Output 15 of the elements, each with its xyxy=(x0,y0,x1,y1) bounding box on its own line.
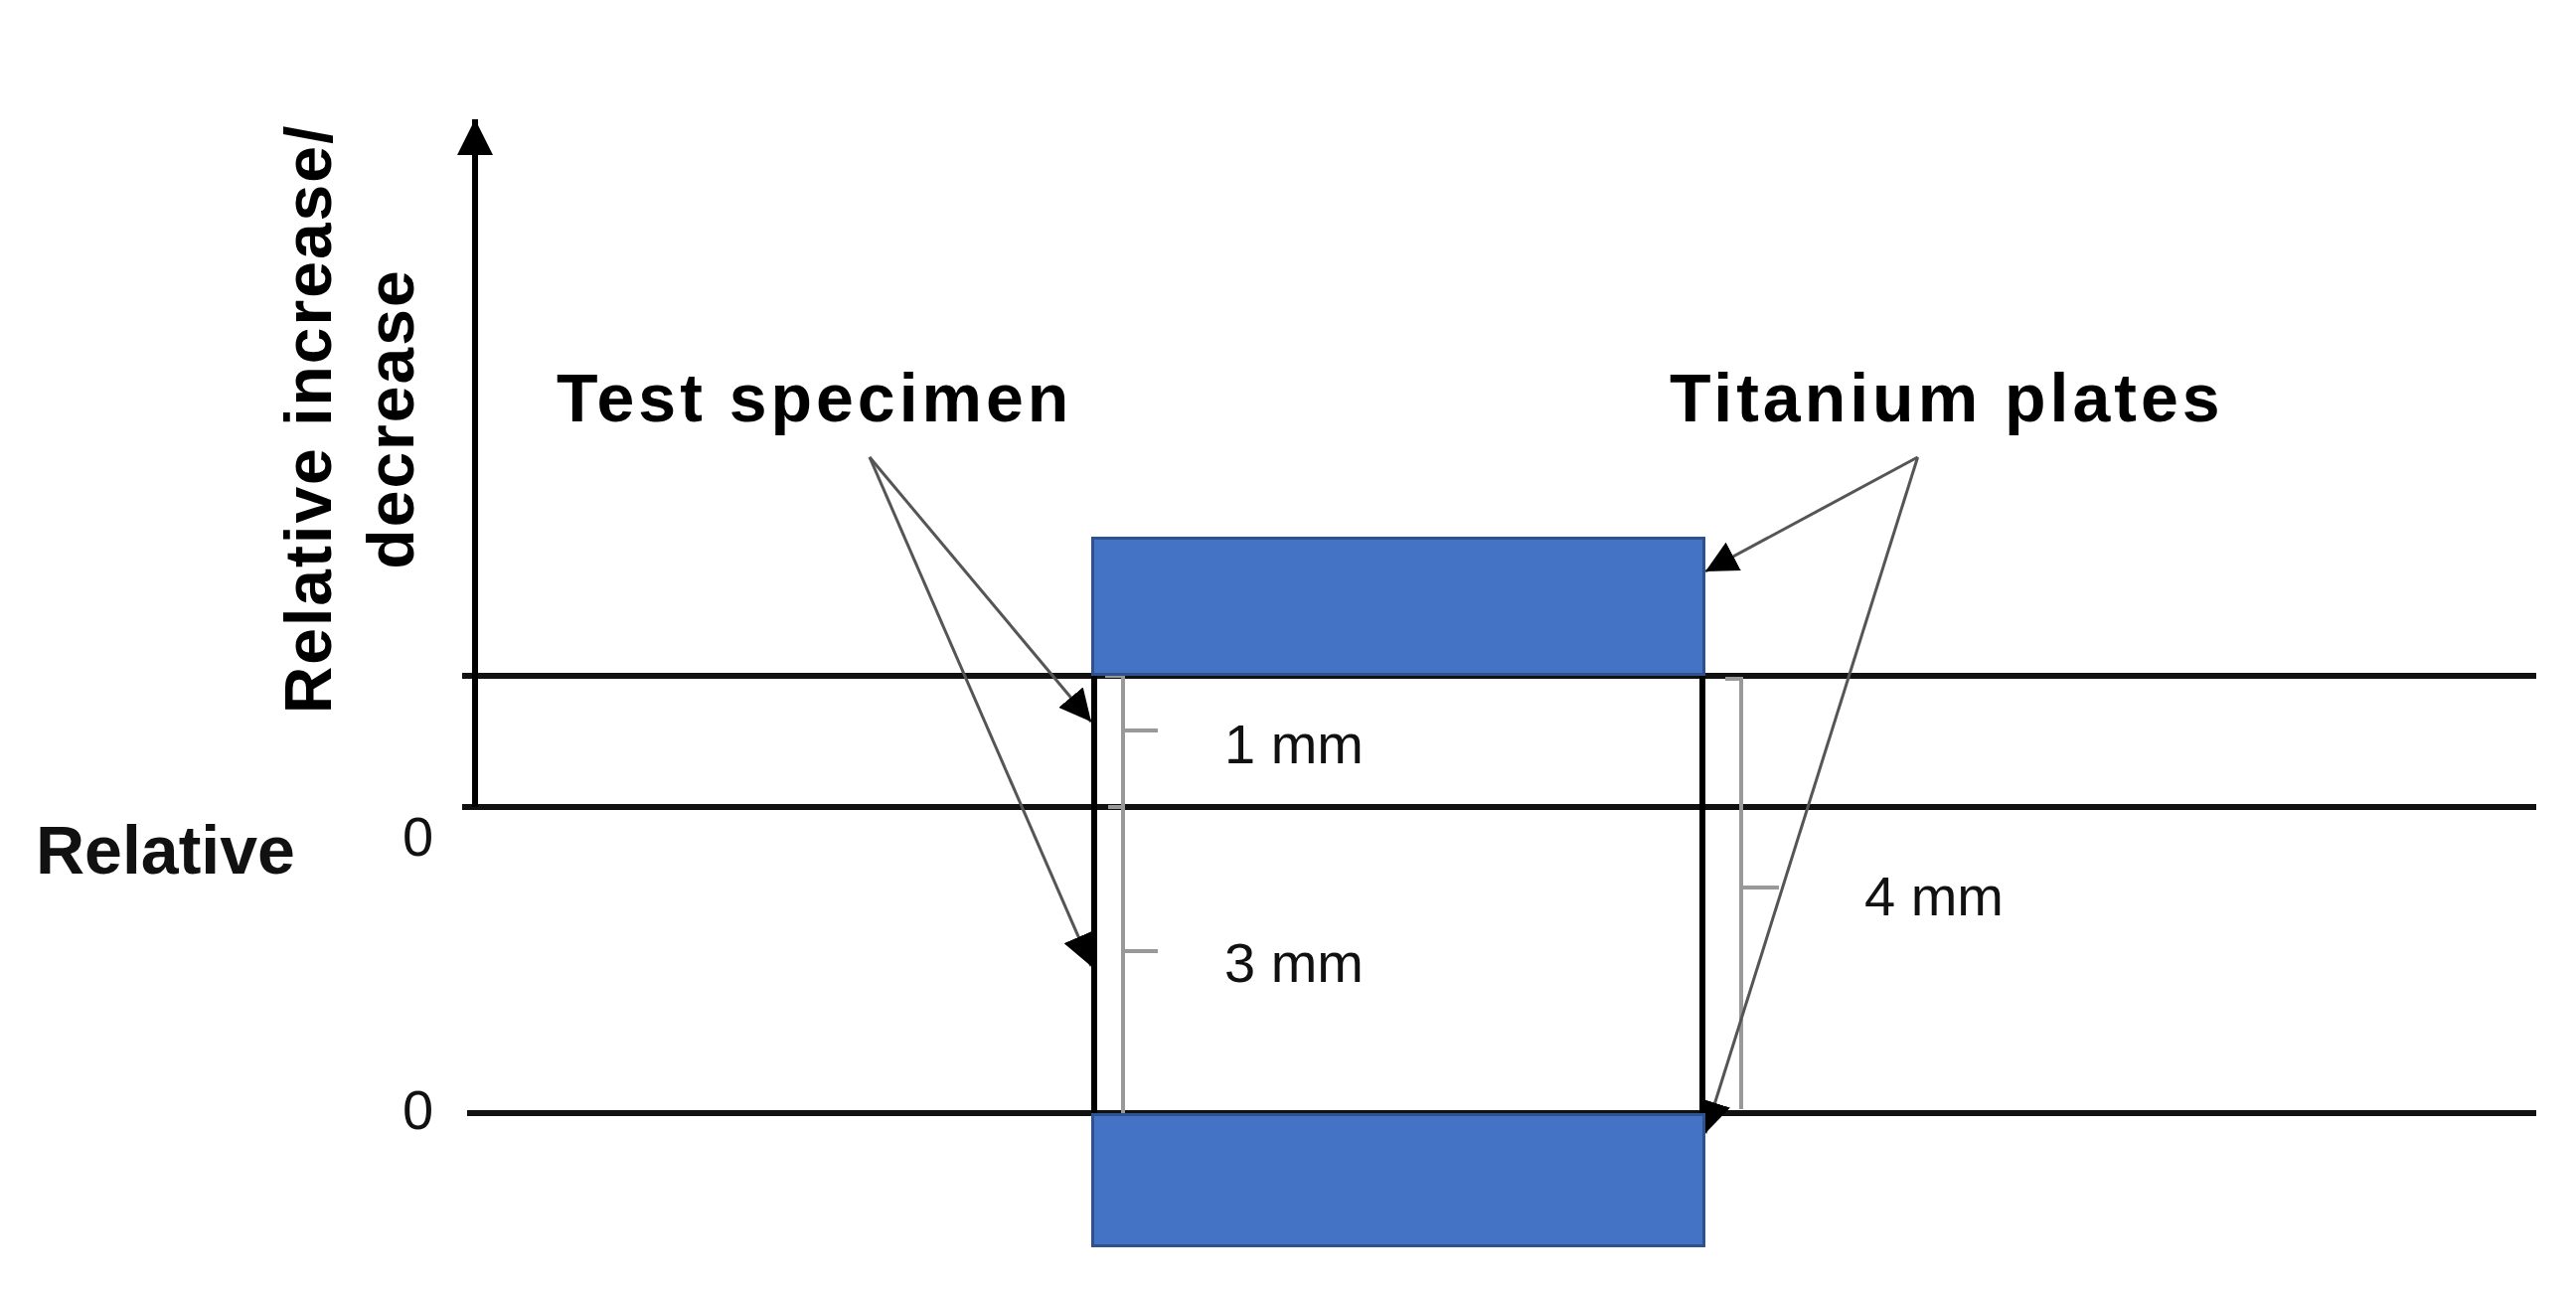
callout-text: Titanium plates xyxy=(1670,359,2224,437)
dimension-label: 3 mm xyxy=(1224,930,1364,996)
titanium-plate xyxy=(1091,537,1705,676)
leader-line xyxy=(868,456,1093,967)
axis-tick-label: 0 xyxy=(402,804,434,870)
dimension-label: 4 mm xyxy=(1864,864,2004,929)
axis-label: Relative xyxy=(36,811,295,889)
dimension-label: 1 mm xyxy=(1224,712,1364,777)
specimen-layer xyxy=(1091,676,1705,807)
leader-line xyxy=(868,456,1093,724)
leader-line xyxy=(1704,455,1919,573)
callout-text: Test specimen xyxy=(557,359,1073,437)
titanium-plate xyxy=(1091,1113,1705,1247)
axis-tick-label: 0 xyxy=(402,1077,434,1143)
axis-title: Relative increase/ decrease xyxy=(269,122,427,717)
